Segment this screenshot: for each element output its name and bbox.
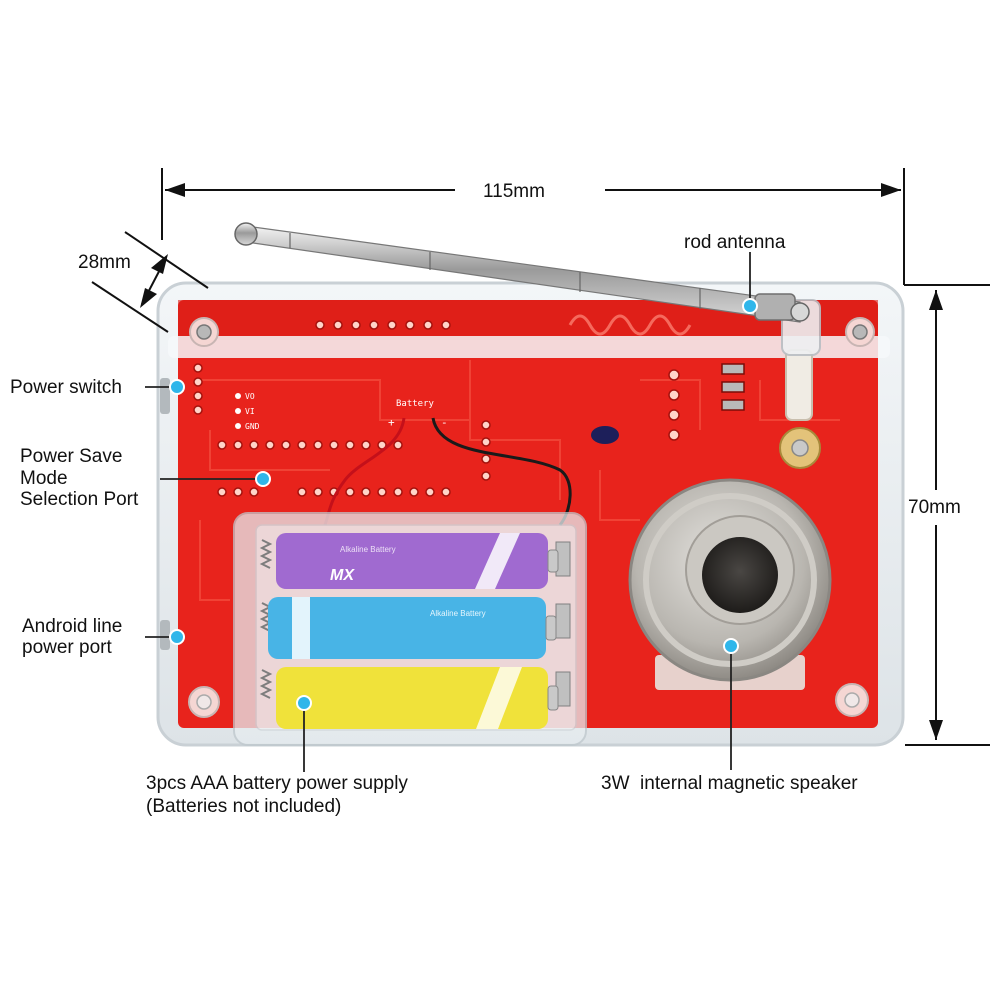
blue-led [591,426,619,444]
transistor-pads [721,363,745,411]
callout-battery-line1: 3pcs AAA battery power supply [146,773,408,794]
red-wire [323,417,406,526]
black-wire [431,417,572,526]
battery-3 [276,667,559,729]
silk-vo: VO [245,392,255,401]
antenna-mount [779,299,821,469]
speaker [628,478,832,690]
silk-gnd: GND [245,422,260,431]
radio-body: VO VI GND Battery + - [156,222,905,747]
rod-antenna [234,222,810,323]
width-label: 115mm [483,181,545,202]
pcb-coil-pattern [568,314,692,336]
solder-pads [193,320,680,497]
callout-power-save-line2: Mode [20,468,68,489]
callout-power-save-line1: Power Save [20,446,122,467]
power-save-dot [255,471,271,487]
pcb-traces [199,360,840,601]
callout-power-switch: Power switch [10,377,122,398]
silk-minus: - [441,416,448,429]
acrylic-rail [168,336,890,358]
callout-battery-line2: (Batteries not included) [146,796,341,817]
pcb-silkscreen-labels: VO VI GND Battery + - [235,392,448,431]
side-switch [160,378,170,414]
side-port [160,620,170,650]
power-switch-dot [169,379,185,395]
antenna-dot [742,298,758,314]
callout-dots [169,298,758,711]
silk-battery: Battery [396,399,435,409]
silk-vi: VI [245,407,255,416]
battery-2-brand: Alkaline Battery [430,609,486,618]
speaker-dot [723,638,739,654]
height-label: 70mm [908,497,961,518]
corner-screws [188,317,875,718]
dimension-lines [91,168,990,746]
callout-android-line2: power port [22,637,112,658]
battery-1-mark: MX [330,567,355,584]
depth-label: 28mm [78,252,131,273]
callout-android-line1: Android line [22,616,122,637]
battery-1-brand: Alkaline Battery [340,545,396,554]
callout-antenna: rod antenna [684,232,786,253]
silk-plus: + [388,416,395,429]
callout-speaker: 3W internal magnetic speaker [601,773,858,794]
callout-power-save-line3: Selection Port [20,489,139,510]
battery-1: Alkaline Battery MX [276,533,559,589]
battery-dot [296,695,312,711]
android-port-dot [169,629,185,645]
battery-2: Alkaline Battery [268,597,557,659]
